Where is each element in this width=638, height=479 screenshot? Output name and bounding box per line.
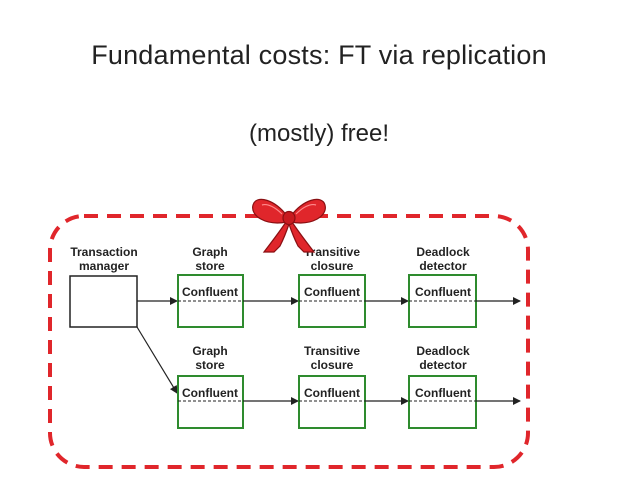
row1-stage1-label-line1: Graph <box>192 245 227 259</box>
slide-title: Fundamental costs: FT via replication <box>91 40 547 70</box>
row1-stage3-label-line2: detector <box>419 259 467 273</box>
manager-label-line1: Transaction <box>70 245 137 259</box>
row2-stage1-box-text: Confluent <box>182 386 238 400</box>
row2-stage2-label-line1: Transitive <box>304 344 360 358</box>
row2-stage1-label-line1: Graph <box>192 344 227 358</box>
row2-deadlock-detector-box <box>408 375 477 429</box>
transaction-manager-box <box>69 275 138 328</box>
row2-stage1-label-line2: store <box>195 358 225 372</box>
row2-stage2-box-text: Confluent <box>304 386 360 400</box>
row1-stage2-label-line1: Transitive <box>304 245 360 259</box>
gift-bow-icon <box>252 198 326 253</box>
row1-stage1-label-line2: store <box>195 259 225 273</box>
row2-stage2-label-line2: closure <box>311 358 354 372</box>
row2-stage3-label-line1: Deadlock <box>416 344 470 358</box>
row1-stage1-box-text: Confluent <box>182 285 238 299</box>
row1-stage2-box-text: Confluent <box>304 285 360 299</box>
row2-stage3-box-text: Confluent <box>415 386 471 400</box>
row-1: Graph store Confluent Transitive closure… <box>177 245 521 328</box>
row2-transitive-closure-box <box>298 375 366 429</box>
slide-subtitle: (mostly) free! <box>248 120 389 147</box>
row-2: Graph store Confluent Transitive closure… <box>177 344 521 429</box>
arrow-manager-to-row2 <box>136 326 178 394</box>
manager-label-line2: manager <box>79 259 129 273</box>
fault-tolerance-boundary <box>48 214 530 469</box>
row2-stage3-label-line2: detector <box>419 358 467 372</box>
row1-stage2-label-line2: closure <box>311 259 354 273</box>
row1-stage3-box-text: Confluent <box>415 285 471 299</box>
row1-stage3-label-line1: Deadlock <box>416 245 470 259</box>
row2-graph-store-box <box>177 375 244 429</box>
